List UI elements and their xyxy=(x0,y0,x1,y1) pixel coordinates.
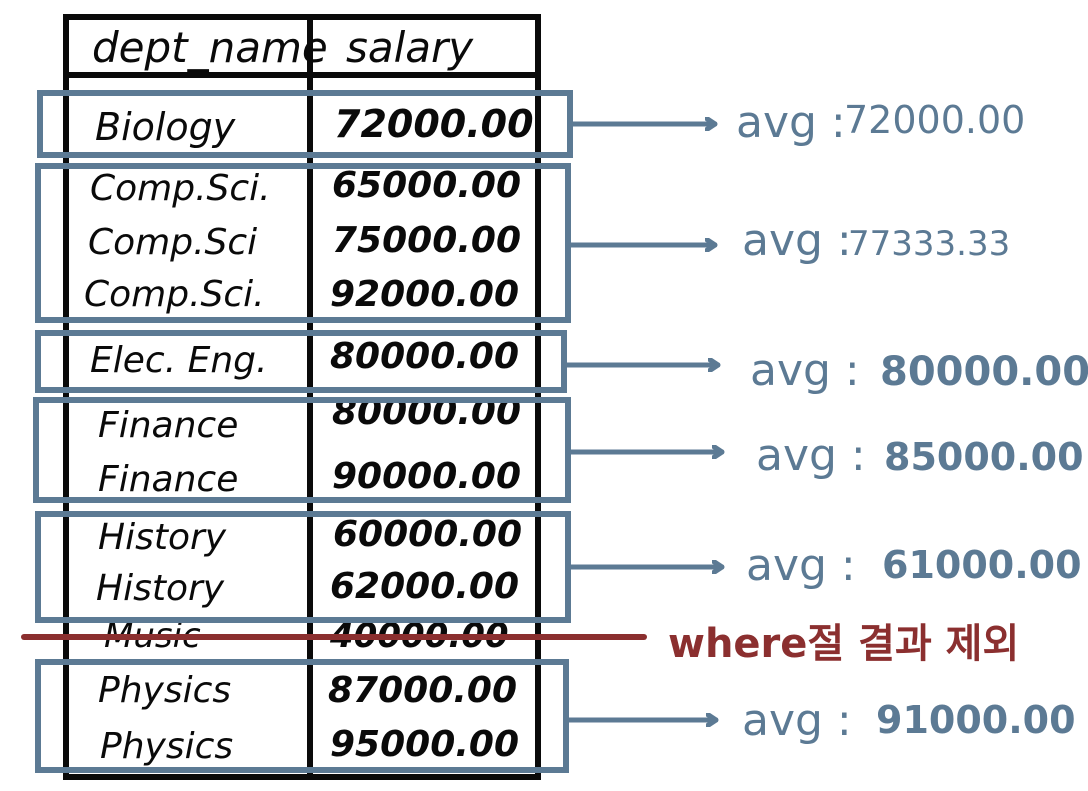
group-averages: avg : 72000.00 avg : 77333.33 avg : 8000… xyxy=(736,97,1088,746)
table-row-salary: 62000.00 xyxy=(330,566,519,607)
avg-label: avg : xyxy=(750,345,860,396)
avg-value: 80000.00 xyxy=(880,349,1088,395)
avg-label: avg : xyxy=(742,215,852,266)
column-header-dept: dept_name xyxy=(92,23,328,72)
column-header-salary: salary xyxy=(346,23,474,72)
group-box-comp-sci xyxy=(35,163,571,323)
table-row-salary: 60000.00 xyxy=(333,514,522,555)
excluded-row-marker: where절 결과 제외 xyxy=(21,621,1019,667)
excluded-note: where절 결과 제외 xyxy=(668,621,1019,667)
table-header: dept_name salary xyxy=(92,23,474,72)
table-row-dept: History xyxy=(96,568,225,609)
table-row-dept: Physics xyxy=(98,670,231,711)
avg-value: 61000.00 xyxy=(882,543,1082,587)
table-row-dept: Elec. Eng. xyxy=(90,340,267,381)
table-row-salary: 90000.00 xyxy=(332,456,521,497)
table-rows: Biology 72000.00 Comp.Sci. 65000.00 Comp… xyxy=(84,102,534,767)
table-row-salary: 72000.00 xyxy=(334,102,534,146)
avg-value: 91000.00 xyxy=(876,698,1076,742)
avg-value: 77333.33 xyxy=(848,224,1010,264)
table-row-dept: Biology xyxy=(95,105,236,149)
table-row-dept: Comp.Sci xyxy=(88,222,257,263)
table-row-salary: 65000.00 xyxy=(332,165,521,206)
table-row-salary: 87000.00 xyxy=(328,670,517,711)
avg-label: avg : xyxy=(746,540,856,591)
table-row-salary: 80000.00 xyxy=(330,336,519,377)
avg-label: avg : xyxy=(756,430,866,481)
table-row-dept: Comp.Sci. xyxy=(84,274,265,315)
table-row-salary: 95000.00 xyxy=(330,724,519,765)
table-row-dept: Physics xyxy=(100,726,233,767)
table-row-dept: Finance xyxy=(98,405,238,446)
avg-value: 85000.00 xyxy=(884,435,1084,479)
table-row-salary: 92000.00 xyxy=(330,274,519,315)
avg-label: avg : xyxy=(742,695,852,746)
table-row-dept: History xyxy=(98,517,227,558)
table-row-dept: Finance xyxy=(98,459,238,500)
group-arrows xyxy=(563,124,725,720)
group-box-elec-eng xyxy=(35,330,567,393)
table-row-salary: 75000.00 xyxy=(332,220,521,261)
table-row-dept: Comp.Sci. xyxy=(90,168,271,209)
group-box-physics xyxy=(35,659,569,773)
avg-value: 72000.00 xyxy=(844,98,1025,142)
avg-label: avg : xyxy=(736,97,846,148)
